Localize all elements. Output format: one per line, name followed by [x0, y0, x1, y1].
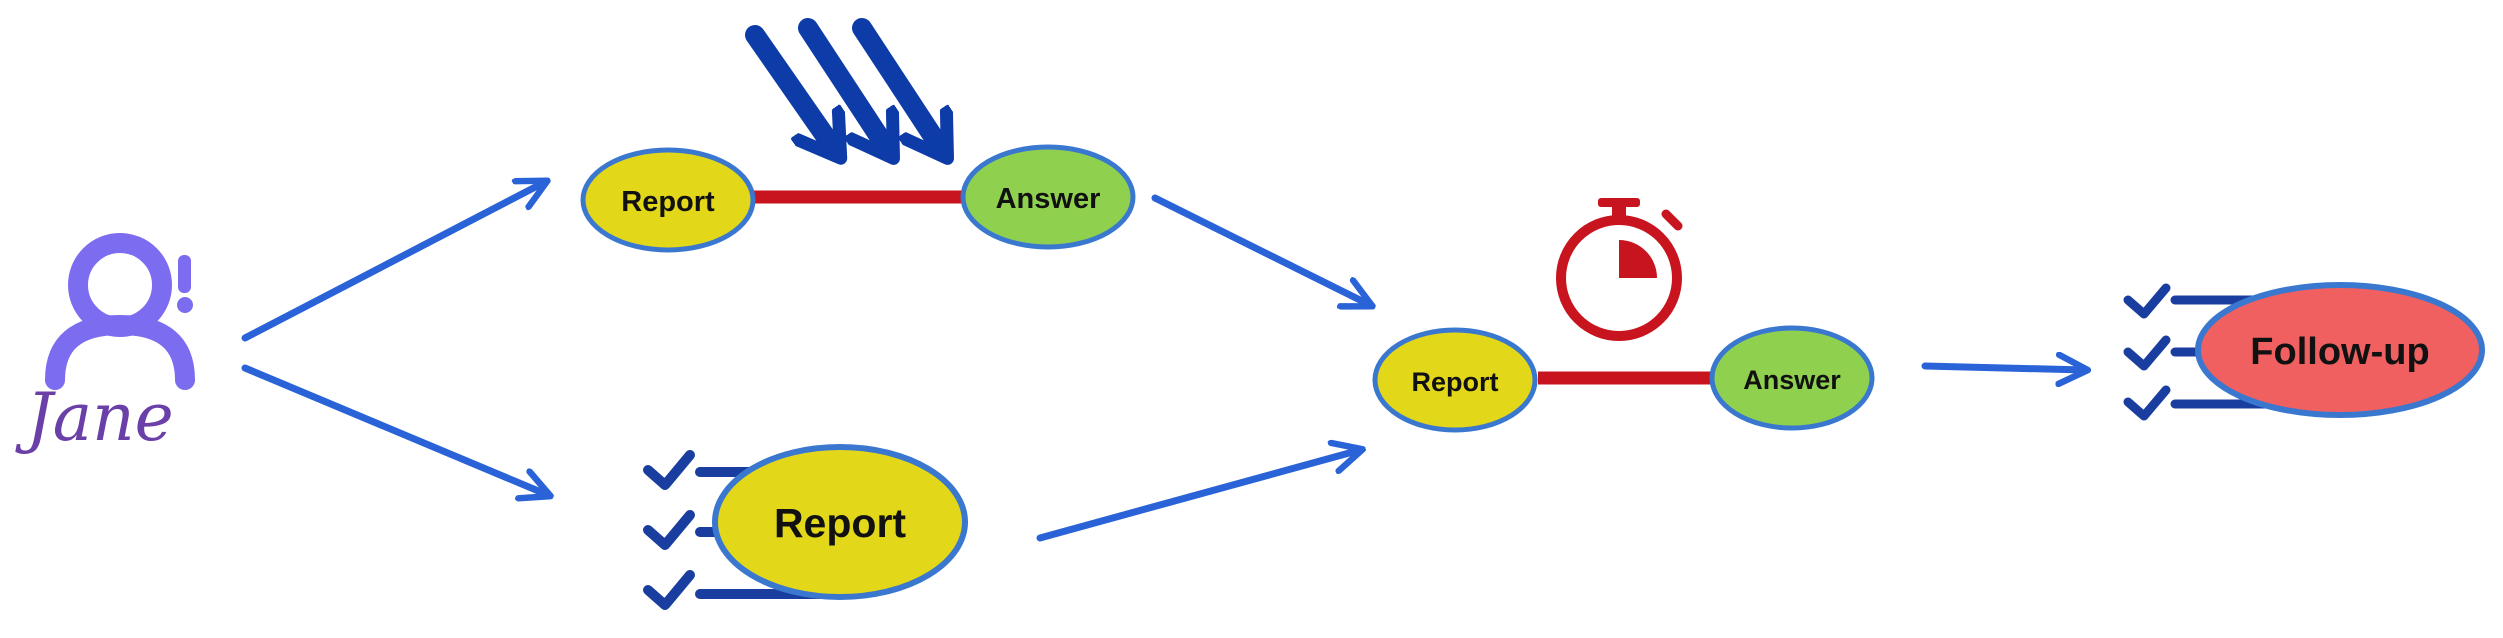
node-followup	[2195, 282, 2485, 418]
node-answer-top-label: Answer	[996, 183, 1101, 215]
node-answer-top	[960, 144, 1136, 250]
node-report-top	[580, 147, 756, 253]
node-report-checklist-label: Report	[774, 500, 906, 546]
arrow-answer-timed-to-followup	[1921, 366, 2085, 370]
stopwatch-icon	[1556, 198, 1683, 341]
node-followup-label: Follow-up	[2250, 331, 2429, 373]
arrow-answer-top-to-report-timed	[1151, 194, 1370, 305]
arrow-user-to-report-top	[241, 182, 545, 342]
node-report-checklist	[712, 444, 968, 600]
node-report-timed	[1372, 327, 1538, 433]
arrow-report-checklist-to-report-timed	[1036, 450, 1360, 542]
node-report-top-label: Report	[621, 186, 715, 218]
user-name-label: Jane	[14, 379, 173, 456]
triple-arrow-burst-icon	[745, 18, 942, 150]
node-report-timed-label: Report	[1412, 367, 1499, 397]
node-answer-timed-label: Answer	[1743, 365, 1841, 395]
arrow-user-to-report-checklist	[241, 364, 548, 495]
user-icon	[45, 233, 195, 390]
node-answer-timed	[1709, 325, 1875, 431]
